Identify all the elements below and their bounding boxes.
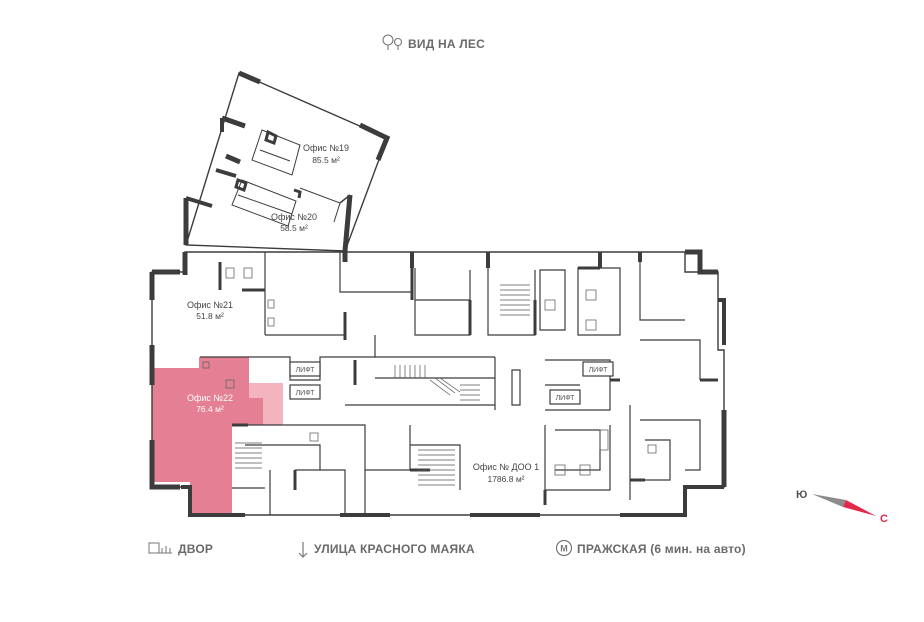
- svg-text:85.5 м²: 85.5 м²: [312, 155, 340, 165]
- north-wing: [183, 70, 391, 262]
- staircases: [235, 284, 530, 486]
- svg-text:Офис № ДОО 1: Офис № ДОО 1: [473, 462, 539, 472]
- svg-text:1786.8 м²: 1786.8 м²: [487, 474, 524, 484]
- svg-text:ЛИФТ: ЛИФТ: [556, 395, 576, 402]
- lift-3: ЛИФТ: [582, 361, 614, 377]
- svg-text:Офис №22: Офис №22: [187, 393, 233, 403]
- svg-text:ЛИФТ: ЛИФТ: [296, 390, 316, 397]
- svg-text:76.4 м²: 76.4 м²: [196, 404, 224, 414]
- interior-walls: [200, 252, 701, 515]
- svg-text:ЛИФТ: ЛИФТ: [296, 367, 316, 374]
- svg-text:Офис №19: Офис №19: [303, 143, 349, 153]
- main-building: [149, 249, 727, 517]
- interior-stubs: [218, 262, 718, 505]
- compass-north-arrow: [843, 500, 876, 516]
- office-19-label[interactable]: Офис №19 85.5 м²: [303, 143, 349, 165]
- office-21-label[interactable]: Офис №21 51.8 м²: [187, 300, 233, 321]
- metro-label: ПРАЖСКАЯ (6 мин. на авто): [577, 542, 746, 556]
- stair-west: [235, 442, 262, 469]
- svg-text:М: М: [560, 544, 568, 554]
- office-20-label[interactable]: Офис №20 58.5 м²: [271, 212, 317, 233]
- metro-icon: М: [555, 539, 573, 557]
- svg-text:Ю: Ю: [796, 489, 807, 501]
- compass: Ю С: [796, 489, 888, 525]
- office-22-label[interactable]: Офис №22 76.4 м²: [187, 393, 233, 414]
- stair-south: [418, 449, 455, 486]
- svg-text:58.5 м²: 58.5 м²: [280, 223, 308, 233]
- stair-north: [500, 284, 530, 316]
- street-label: УЛИЦА КРАСНОГО МАЯКА: [314, 542, 475, 556]
- arrow-down-icon: [298, 542, 308, 558]
- svg-text:Офис №20: Офис №20: [271, 212, 317, 222]
- lift-1: ЛИФТ: [289, 361, 321, 377]
- svg-text:51.8 м²: 51.8 м²: [196, 311, 224, 321]
- forest-view-label: ВИД НА ЛЕС: [408, 37, 485, 51]
- tree-icon: [382, 34, 403, 50]
- office-doo1-label[interactable]: Офис № ДОО 1 1786.8 м²: [473, 462, 539, 484]
- svg-text:Офис №21: Офис №21: [187, 300, 233, 310]
- office-22-highlight[interactable]: [152, 357, 283, 515]
- lift-2: ЛИФТ: [289, 384, 321, 400]
- compass-south-arrow: [812, 494, 846, 507]
- svg-text:ЛИФТ: ЛИФТ: [589, 367, 609, 374]
- svg-text:С: С: [880, 513, 888, 525]
- courtyard-icon: [148, 542, 172, 554]
- courtyard-label: ДВОР: [178, 542, 214, 556]
- lift-4: ЛИФТ: [549, 389, 581, 405]
- stair-center: [394, 365, 480, 401]
- fixtures: [202, 267, 657, 476]
